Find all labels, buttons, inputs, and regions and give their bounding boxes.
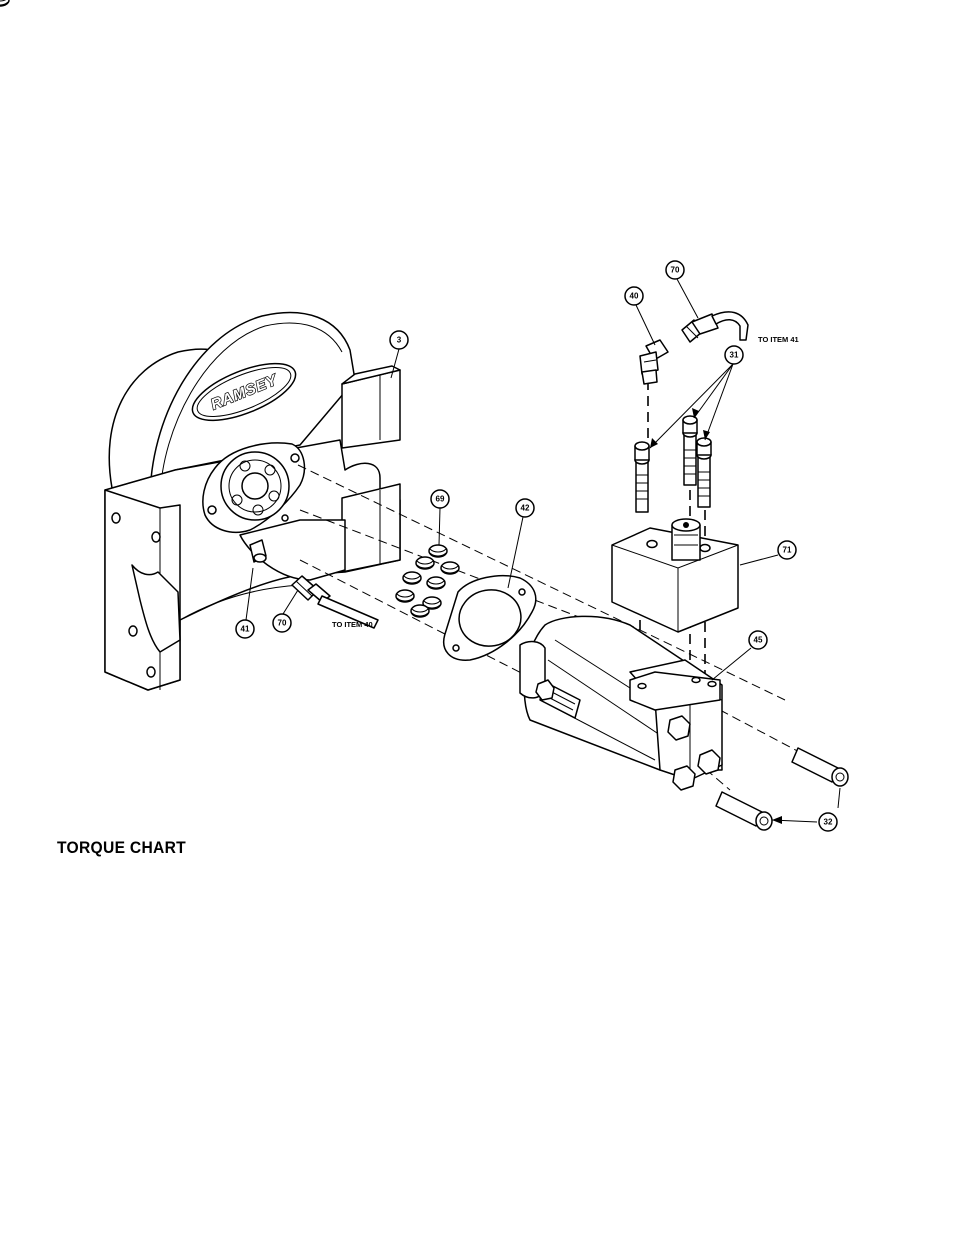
svg-text:31: 31	[730, 351, 739, 360]
svg-text:70: 70	[278, 619, 287, 628]
callout-41: 41	[235, 619, 255, 639]
coupling-inserts	[0, 0, 460, 618]
svg-text:3: 3	[397, 336, 402, 345]
note-to-item-40: TO ITEM 40	[332, 620, 373, 629]
socket-bolts-upper	[634, 415, 712, 513]
svg-text:45: 45	[754, 636, 763, 645]
callout-69: 69	[430, 489, 450, 509]
callout-45: 45	[748, 630, 768, 650]
gear-housing: RAMSEY	[104, 311, 401, 691]
callout-3: 3	[389, 330, 409, 350]
svg-text:69: 69	[436, 495, 445, 504]
torque-chart-heading: TORQUE CHART	[57, 838, 187, 857]
gasket	[443, 574, 537, 661]
svg-text:42: 42	[521, 504, 530, 513]
socket-bolts-lower	[715, 747, 849, 831]
hose-fitting-upper	[681, 311, 749, 343]
callout-40: 40	[624, 286, 644, 306]
callouts: 3 69 42 41 70 40 70 31	[235, 260, 841, 832]
callout-71: 71	[777, 540, 797, 560]
note-to-item-41: TO ITEM 41	[758, 335, 799, 344]
elbow-fitting	[639, 339, 669, 385]
svg-text:41: 41	[241, 625, 250, 634]
hose-fitting-lower	[291, 575, 379, 629]
svg-text:40: 40	[630, 292, 639, 301]
callout-70-lower: 70	[272, 613, 292, 633]
svg-text:71: 71	[783, 546, 792, 555]
callout-32: 32	[818, 812, 838, 832]
callout-42: 42	[515, 498, 535, 518]
svg-text:32: 32	[824, 818, 833, 827]
callout-31: 31	[724, 345, 744, 365]
svg-text:70: 70	[671, 266, 680, 275]
hydraulic-motor	[519, 615, 723, 791]
callout-70-upper: 70	[665, 260, 685, 280]
valve-block	[611, 518, 739, 633]
